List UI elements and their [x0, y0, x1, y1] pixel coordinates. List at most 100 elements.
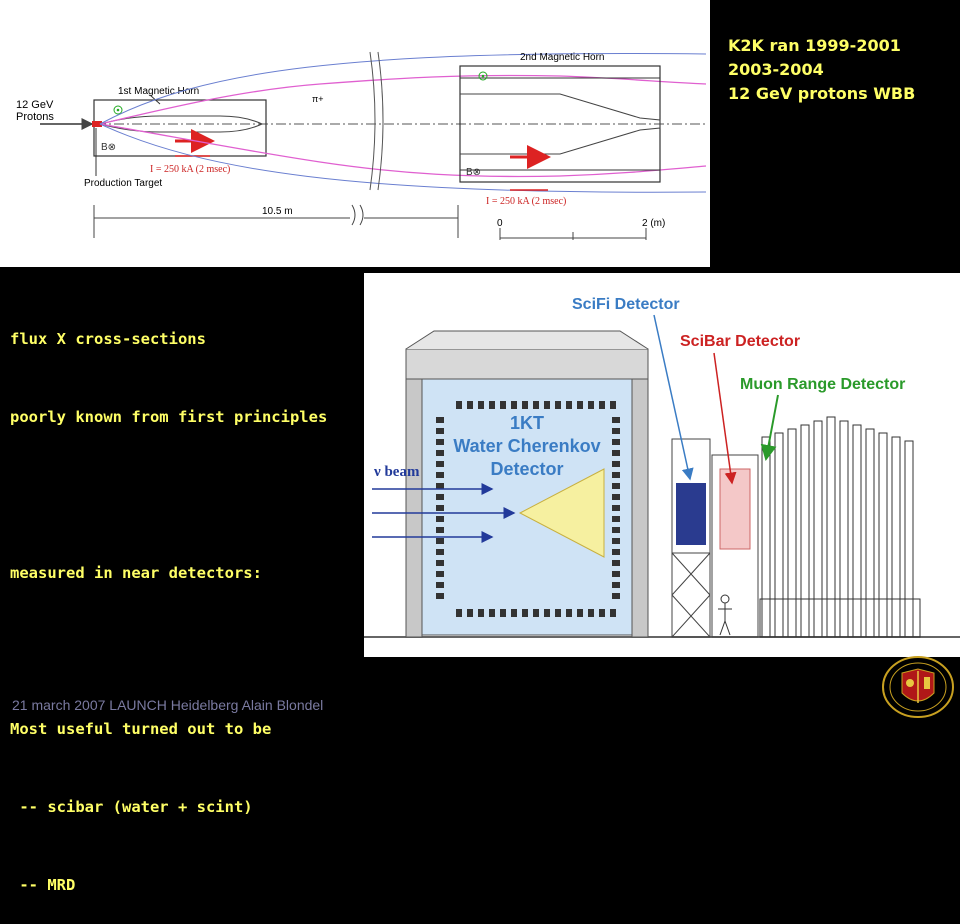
scale-zero: 0 [497, 218, 503, 229]
pmt [436, 439, 444, 445]
pmt [500, 609, 506, 617]
pmt [522, 401, 528, 409]
horn-schematic: 12 GeV Protons 1st Magnetic Horn B⊗ I = … [16, 51, 707, 240]
muon-range-detector [759, 416, 921, 638]
current-label-2: I = 250 kA (2 msec) [486, 196, 566, 207]
mrd-plate [878, 432, 888, 638]
mrd-plate [852, 424, 862, 638]
mrd-plate [761, 436, 771, 638]
field-dot-icon [478, 71, 488, 81]
pmt [577, 401, 583, 409]
pmt [478, 401, 484, 409]
pmt [612, 417, 620, 423]
horn2-label: 2nd Magnetic Horn [520, 52, 605, 63]
pmt [436, 428, 444, 434]
notes-line-5: -- scibar (water + scint) [10, 798, 253, 816]
pmt [612, 582, 620, 588]
pmt [566, 401, 572, 409]
university-seal-icon [882, 656, 954, 718]
mrd-support [759, 598, 921, 638]
footer-text: 21 march 2007 LAUNCH Heidelberg Alain Bl… [12, 697, 324, 713]
notes-line-1: flux X cross-sections [10, 330, 206, 348]
detector-schematic: ν beam 1KT Water Cherenkov Detector SciF… [364, 296, 960, 638]
notes-line-3: measured in near detectors: [10, 564, 262, 582]
pmt [612, 494, 620, 500]
pmt [467, 609, 473, 617]
k2k-line-2: 2003-2004 [728, 60, 824, 79]
pmt [456, 401, 462, 409]
wc-wall-right [631, 378, 649, 638]
mrd-plate [826, 416, 836, 638]
pmt [612, 549, 620, 555]
notes-line-2: poorly known from first principles [10, 408, 328, 426]
horn2-inner-conductor [460, 93, 661, 155]
field-dot-icon [113, 105, 123, 115]
scifi-detector [676, 483, 706, 545]
pmt [612, 483, 620, 489]
k2k-summary: K2K ran 1999-2001 2003-2004 12 GeV proto… [728, 34, 915, 106]
mrd-plate [813, 420, 823, 638]
pmt [436, 505, 444, 511]
pmt [489, 401, 495, 409]
pmt [612, 505, 620, 511]
pion-label: π+ [312, 94, 323, 104]
pmt [522, 609, 528, 617]
magnetic-horn-diagram: 12 GeV Protons 1st Magnetic Horn B⊗ I = … [0, 0, 710, 267]
pmt [456, 609, 462, 617]
pmt [489, 609, 495, 617]
pmt [612, 461, 620, 467]
pmt [599, 609, 605, 617]
pmt [612, 516, 620, 522]
pmt [612, 527, 620, 533]
mrd-leader [760, 394, 779, 461]
scifi-label: SciFi Detector [572, 296, 680, 313]
pmt [610, 609, 616, 617]
pmt [544, 401, 550, 409]
scibar-frame [711, 454, 759, 638]
pmt [533, 609, 539, 617]
pmt [588, 609, 594, 617]
wc-wall-left [405, 378, 423, 638]
pmt [500, 401, 506, 409]
pmt [555, 609, 561, 617]
pmt [555, 401, 561, 409]
pmt [436, 472, 444, 478]
mrd-plate [865, 428, 875, 638]
pmt [467, 401, 473, 409]
pmt [612, 593, 620, 599]
wc-roof [405, 348, 649, 380]
wc-label-3: Detector [490, 459, 563, 479]
pmt [436, 582, 444, 588]
b-field-2: B⊗ [466, 167, 481, 178]
pmt [436, 538, 444, 544]
pmt [511, 609, 517, 617]
pmt [599, 401, 605, 409]
pmt [436, 527, 444, 533]
pmt [436, 494, 444, 500]
pion-trajectory-lower [99, 123, 707, 178]
axis-break-left [369, 51, 376, 191]
pmt [612, 571, 620, 577]
scibar-detector [719, 468, 751, 550]
pmt [588, 401, 594, 409]
mrd-plate [774, 432, 784, 638]
mrd-plate [904, 440, 914, 638]
mrd-plate [839, 420, 849, 638]
pmt [436, 450, 444, 456]
pmt [436, 483, 444, 489]
pmt [610, 401, 616, 409]
b-field-1: B⊗ [101, 142, 116, 153]
pmt [436, 593, 444, 599]
pmt [612, 560, 620, 566]
distance-label: 10.5 m [262, 206, 293, 217]
protons-label-1: 12 GeV [16, 99, 54, 111]
protons-label-2: Protons [16, 111, 54, 123]
mrd-plate [891, 436, 901, 638]
person-scale-icon [718, 594, 732, 636]
pmt [436, 560, 444, 566]
scibar-label: SciBar Detector [680, 333, 800, 350]
current-label-1: I = 250 kA (2 msec) [150, 164, 230, 175]
scale-two: 2 (m) [642, 218, 665, 229]
pmt [577, 609, 583, 617]
pmt [436, 417, 444, 423]
